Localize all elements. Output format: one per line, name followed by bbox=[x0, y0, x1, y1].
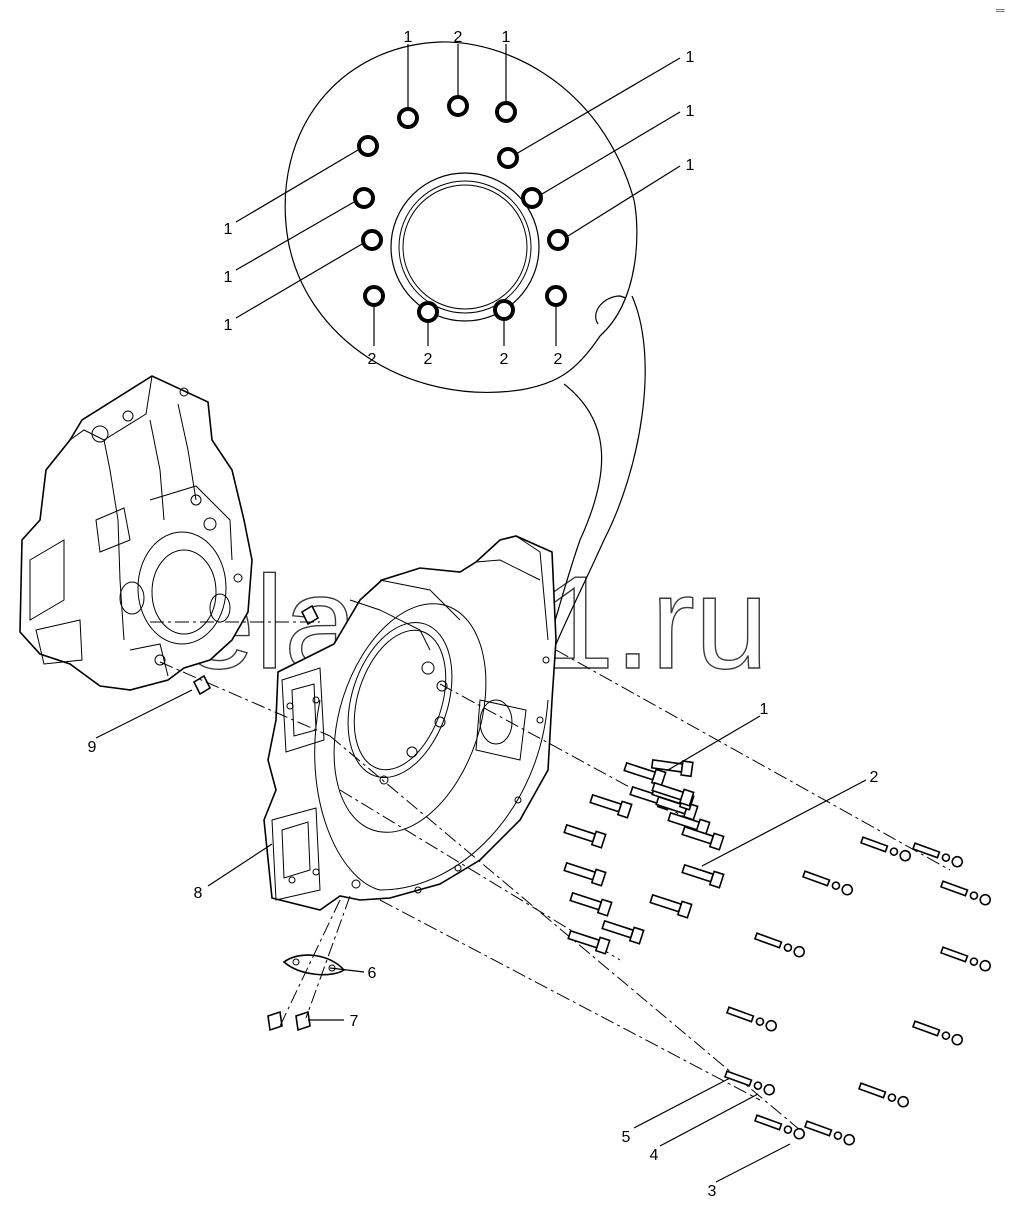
corner-mark: ═ bbox=[995, 3, 1005, 17]
callout-label: 2 bbox=[500, 351, 509, 368]
leader-lines bbox=[95, 689, 867, 1183]
housing-bolts bbox=[563, 758, 725, 955]
callout-label: 1 bbox=[224, 317, 233, 334]
dowel-pin bbox=[192, 604, 320, 696]
callout-label: 1 bbox=[502, 29, 511, 46]
callout-label: 8 bbox=[194, 885, 203, 902]
callout-label: 6 bbox=[368, 965, 377, 982]
callout-labels: 1 2 1 1 1 1 1 1 1 2 2 2 2 1 2 9 8 6 7 5 … bbox=[88, 29, 879, 1200]
callout-label: 7 bbox=[350, 1013, 359, 1030]
callout-label: 1 bbox=[686, 49, 695, 66]
callout-label: 9 bbox=[88, 739, 97, 756]
callout-label: 1 bbox=[686, 103, 695, 120]
callout-label: 4 bbox=[650, 1147, 659, 1164]
callout-label: 2 bbox=[368, 351, 377, 368]
callout-label: 1 bbox=[224, 269, 233, 286]
callout-label: 2 bbox=[424, 351, 433, 368]
flywheel-housing bbox=[263, 535, 557, 911]
callout-label: 1 bbox=[760, 701, 769, 718]
callout-label: 1 bbox=[686, 157, 695, 174]
callout-label: 2 bbox=[554, 351, 563, 368]
callout-label: 3 bbox=[708, 1183, 717, 1200]
callout-label: 5 bbox=[622, 1129, 631, 1146]
callout-label: 1 bbox=[404, 29, 413, 46]
callout-label: 1 bbox=[224, 221, 233, 238]
stud-assemblies bbox=[723, 836, 992, 1146]
cover-plate bbox=[282, 954, 346, 976]
cover-screw bbox=[267, 1010, 311, 1032]
detail-view bbox=[235, 41, 681, 659]
bolt-holes bbox=[353, 95, 569, 323]
callout-label: 2 bbox=[454, 29, 463, 46]
engine-block bbox=[19, 375, 320, 696]
callout-label: 2 bbox=[870, 769, 879, 786]
